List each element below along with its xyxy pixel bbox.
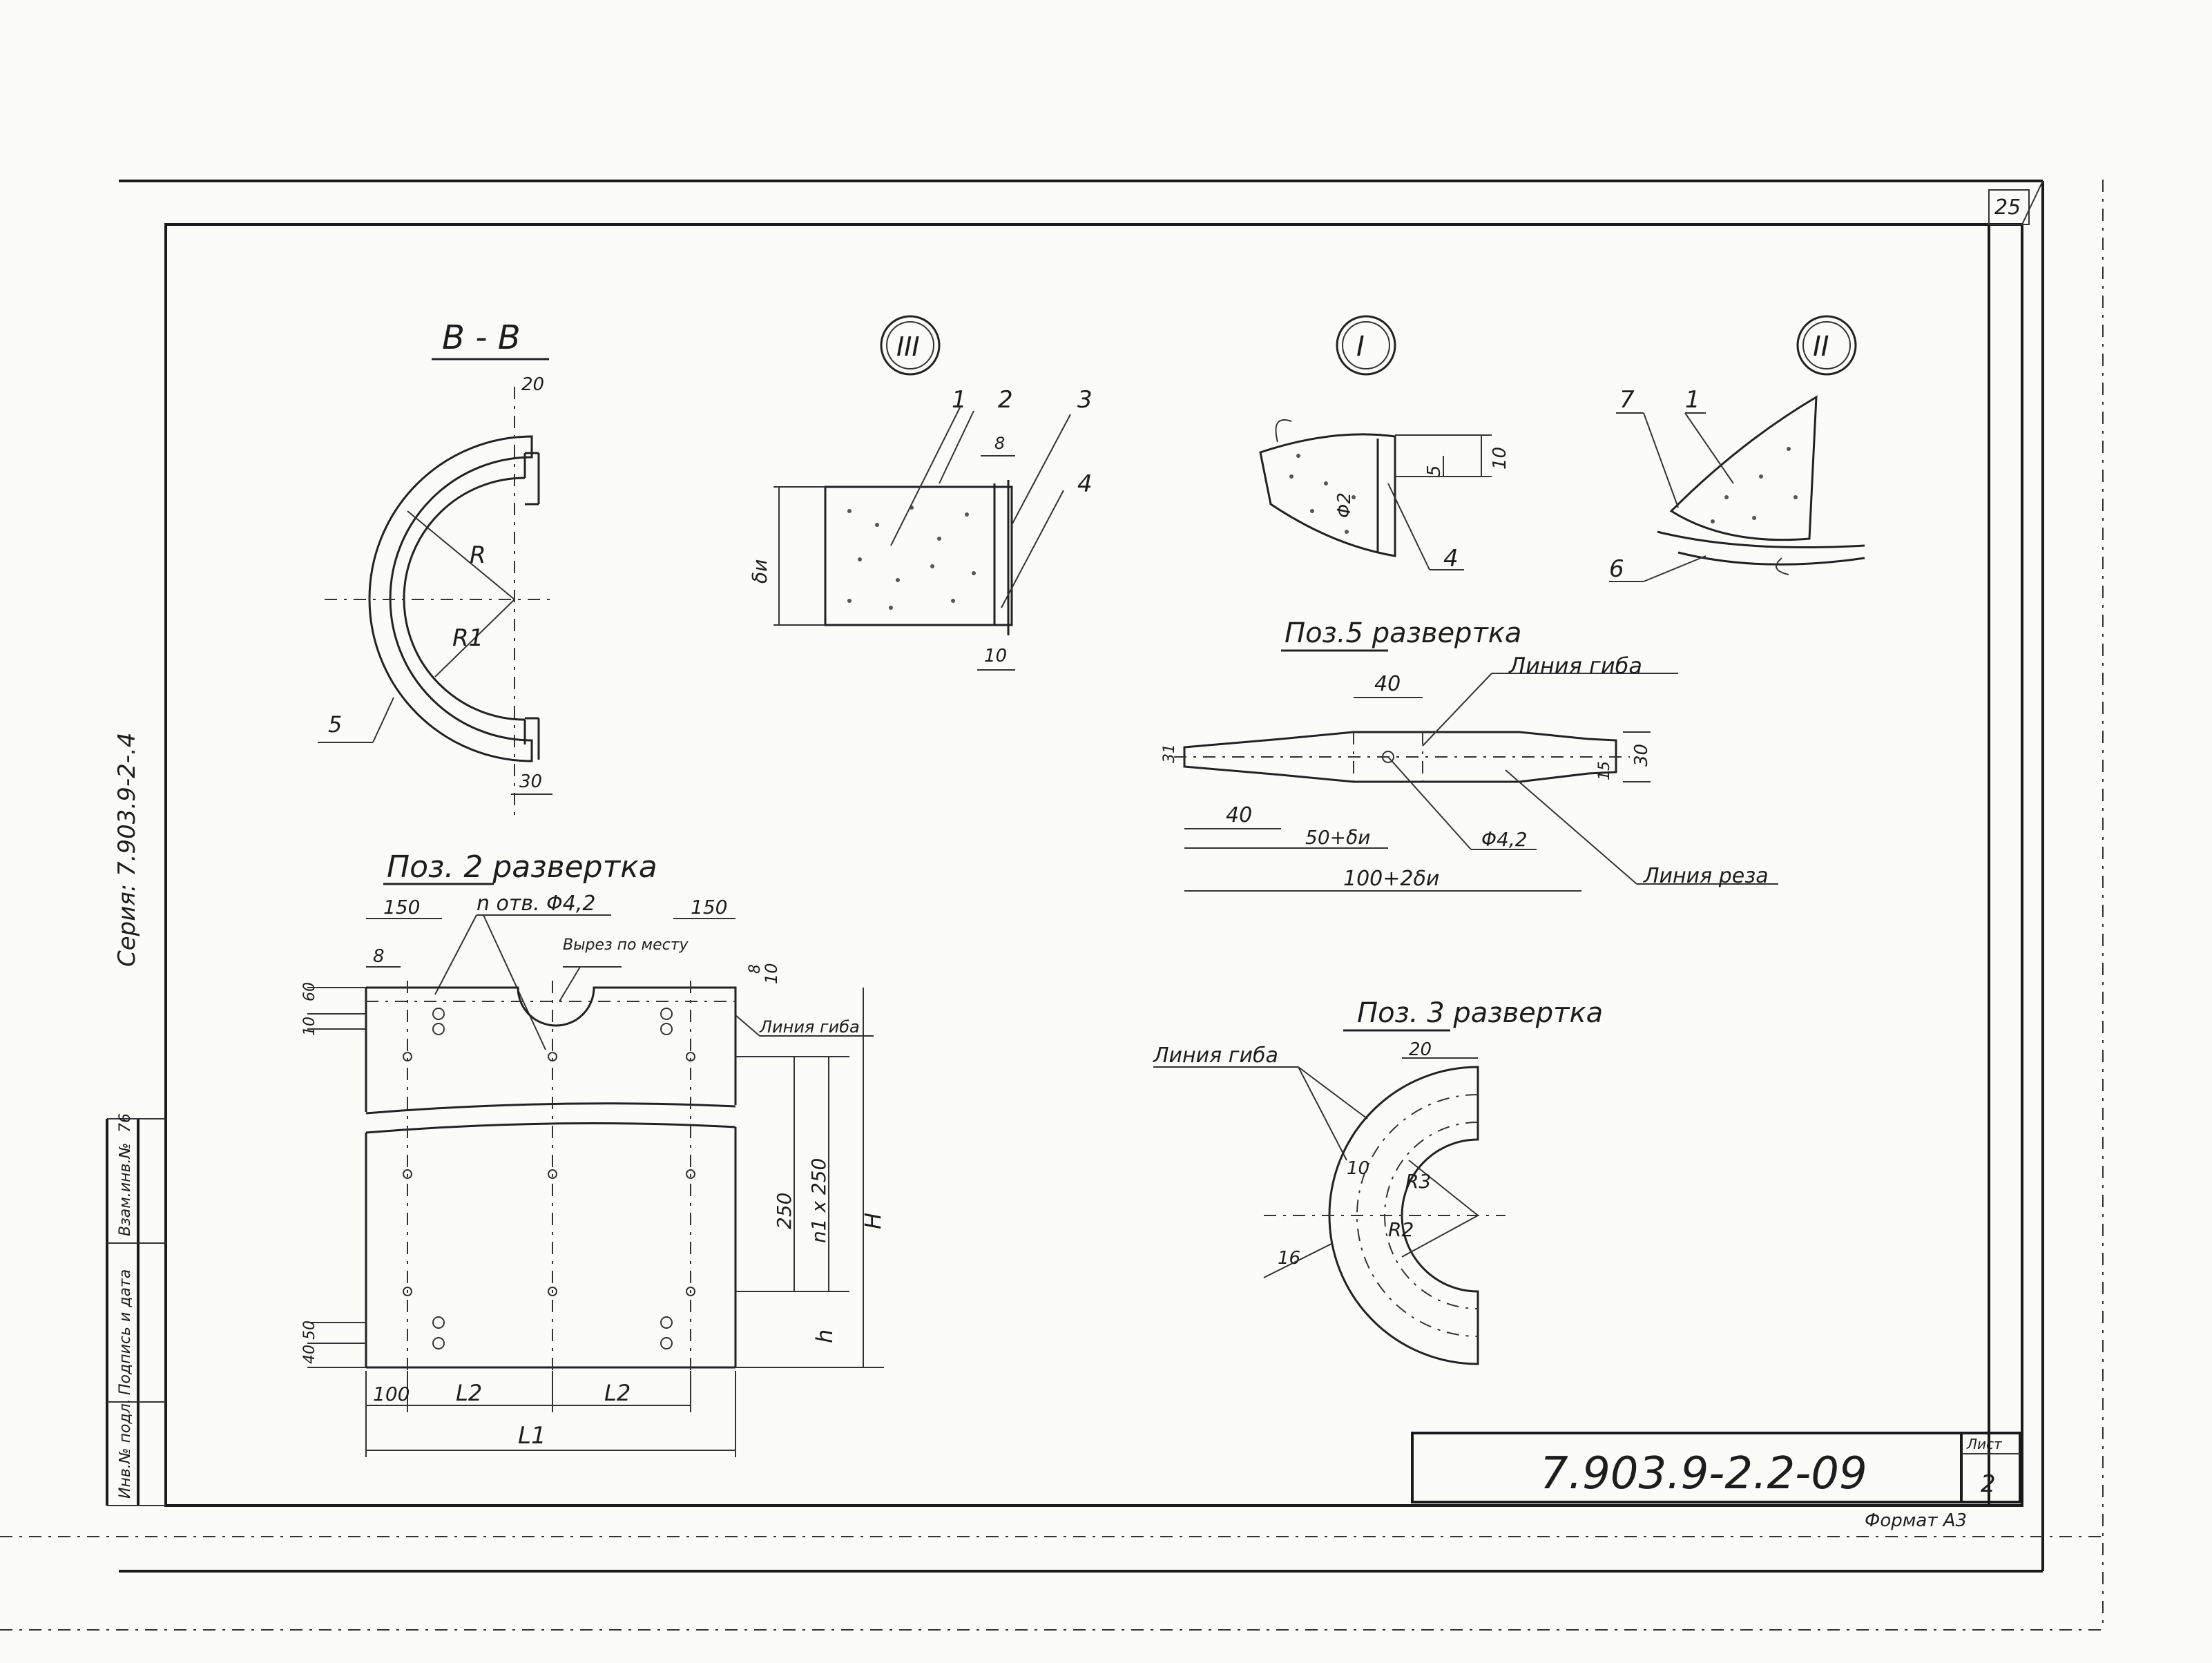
dim-50-label: 50+δи bbox=[1305, 826, 1370, 849]
pos3-bend-label: Линия гиба bbox=[1153, 1044, 1278, 1068]
format-label: Формат А3 bbox=[1865, 1510, 1967, 1531]
radius-r1-label: R1 bbox=[452, 624, 483, 652]
series-label: Серия: 7.903.9-2-.4 bbox=[113, 733, 141, 967]
dim-100-label: 100+2δи bbox=[1343, 867, 1439, 891]
dim-5-label: 5 bbox=[1424, 465, 1445, 477]
stamp-replace-label: Взам.инв.№ bbox=[117, 1143, 134, 1236]
dim-40-top: 40 bbox=[1374, 672, 1401, 696]
holes-label: n отв. Φ4,2 bbox=[477, 892, 595, 916]
dim-10-right: 10 bbox=[762, 963, 781, 984]
dim-8-label: 8 bbox=[994, 434, 1005, 453]
bend-line-label: Линия гиба bbox=[1508, 653, 1642, 679]
dim-n1-label: n1 x 250 bbox=[807, 1158, 830, 1243]
cut-label: Вырез по месту bbox=[563, 936, 689, 954]
detail-i-marker: I bbox=[1356, 331, 1365, 363]
dim-delta-label: δи bbox=[749, 559, 771, 584]
pos5-title: Поз.5 развертка bbox=[1285, 617, 1521, 649]
dim-250-label: 250 bbox=[773, 1193, 796, 1229]
cut-line-label: Линия реза bbox=[1643, 864, 1769, 888]
dim-50-left-bottom: 50 bbox=[301, 1320, 318, 1340]
pos3-dim-10: 10 bbox=[1347, 1158, 1369, 1179]
sheet-frame bbox=[0, 180, 2104, 1631]
callout-7: 7 bbox=[1619, 386, 1635, 414]
dim-60-left: 60 bbox=[301, 982, 318, 1001]
dim-L1: L1 bbox=[518, 1422, 546, 1450]
drawing-designation: 7.903.9-2.2-09 bbox=[1540, 1448, 1867, 1499]
radius-r-label: R bbox=[470, 541, 486, 569]
stamp-inv-label: Инв.№ подл. bbox=[117, 1398, 134, 1499]
sheet-label: Лист bbox=[1966, 1436, 2003, 1452]
callout-4-i: 4 bbox=[1443, 545, 1459, 573]
foam-fill bbox=[847, 506, 976, 610]
detail-i: I 10 5 Φ2 4 bbox=[1259, 315, 1510, 573]
dim-L2-second: L2 bbox=[604, 1380, 631, 1406]
callout-4: 4 bbox=[1077, 470, 1093, 498]
callout-1: 1 bbox=[952, 386, 967, 414]
sheet-number: 2 bbox=[1981, 1470, 1996, 1498]
bend-label: Линия гиба bbox=[759, 1017, 860, 1037]
callout-5: 5 bbox=[328, 711, 342, 738]
section-bb: В - В R R1 20 30 5 bbox=[318, 318, 552, 815]
dim-31-label: 31 bbox=[1161, 744, 1178, 763]
pos3-title: Поз. 3 развертка bbox=[1357, 997, 1603, 1029]
dim-10-i-label: 10 bbox=[1490, 447, 1510, 470]
detail-iii-marker: III bbox=[896, 331, 920, 362]
stamp-number: 76 bbox=[117, 1113, 134, 1133]
pos3-development: Поз. 3 развертка Линия гиба R3 R2 20 10 … bbox=[1153, 997, 1603, 1365]
page-number-box: 25 bbox=[1988, 189, 2030, 225]
dim-8-left: 8 bbox=[373, 946, 385, 967]
pos3-dim-20: 20 bbox=[1409, 1039, 1432, 1060]
dim-8-right: 8 bbox=[747, 964, 764, 974]
detail-ii-marker: II bbox=[1813, 331, 1829, 363]
callout-6: 6 bbox=[1609, 555, 1624, 583]
dim-150-left: 150 bbox=[383, 896, 420, 919]
stamp-sign-label: Подпись и дата bbox=[117, 1269, 134, 1395]
dim-20-label: 20 bbox=[521, 374, 544, 395]
section-bb-title: В - В bbox=[442, 318, 521, 357]
detail-ii: II 7 1 6 bbox=[1609, 315, 1865, 583]
dim-15-label: 15 bbox=[1596, 761, 1613, 780]
hole-marks bbox=[403, 1008, 695, 1349]
dim-40-left-bottom: 40 bbox=[301, 1345, 318, 1364]
hole-phi-label: Φ4,2 bbox=[1481, 828, 1528, 851]
pos5-development: Поз.5 развертка 40 Линия гиба Линия реза… bbox=[1161, 617, 1778, 892]
pos2-title: Поз. 2 развертка bbox=[387, 849, 657, 885]
title-block: 7.903.9-2.2-09 Лист 2 Формат А3 bbox=[1411, 1432, 2021, 1531]
dim-L2-first: L2 bbox=[456, 1380, 482, 1406]
radius-r3-label: R3 bbox=[1405, 1170, 1431, 1193]
dim-H-label: H bbox=[860, 1213, 886, 1229]
dim-40-bottom: 40 bbox=[1226, 803, 1252, 827]
detail-iii: III δи 1 2 3 4 8 10 bbox=[749, 315, 1093, 671]
pos2-development: Поз. 2 развертка n отв. Φ4,2 Вырез по ме… bbox=[301, 849, 886, 1457]
callout-3: 3 bbox=[1077, 386, 1093, 414]
dim-100-bottom: 100 bbox=[373, 1383, 410, 1405]
callout-2: 2 bbox=[998, 386, 1013, 414]
dim-phi2-label: Φ2 bbox=[1334, 492, 1355, 518]
radius-r2-label: R2 bbox=[1388, 1218, 1414, 1241]
dim-10-label: 10 bbox=[984, 646, 1007, 666]
dim-h-label: h bbox=[811, 1329, 838, 1343]
dim-150-right: 150 bbox=[691, 896, 727, 919]
callout-1-ii: 1 bbox=[1685, 386, 1700, 414]
dim-30-label: 30 bbox=[1631, 744, 1652, 767]
page-number: 25 bbox=[1994, 195, 2021, 220]
dim-30-label: 30 bbox=[519, 771, 542, 792]
dim-10-left: 10 bbox=[301, 1017, 318, 1036]
